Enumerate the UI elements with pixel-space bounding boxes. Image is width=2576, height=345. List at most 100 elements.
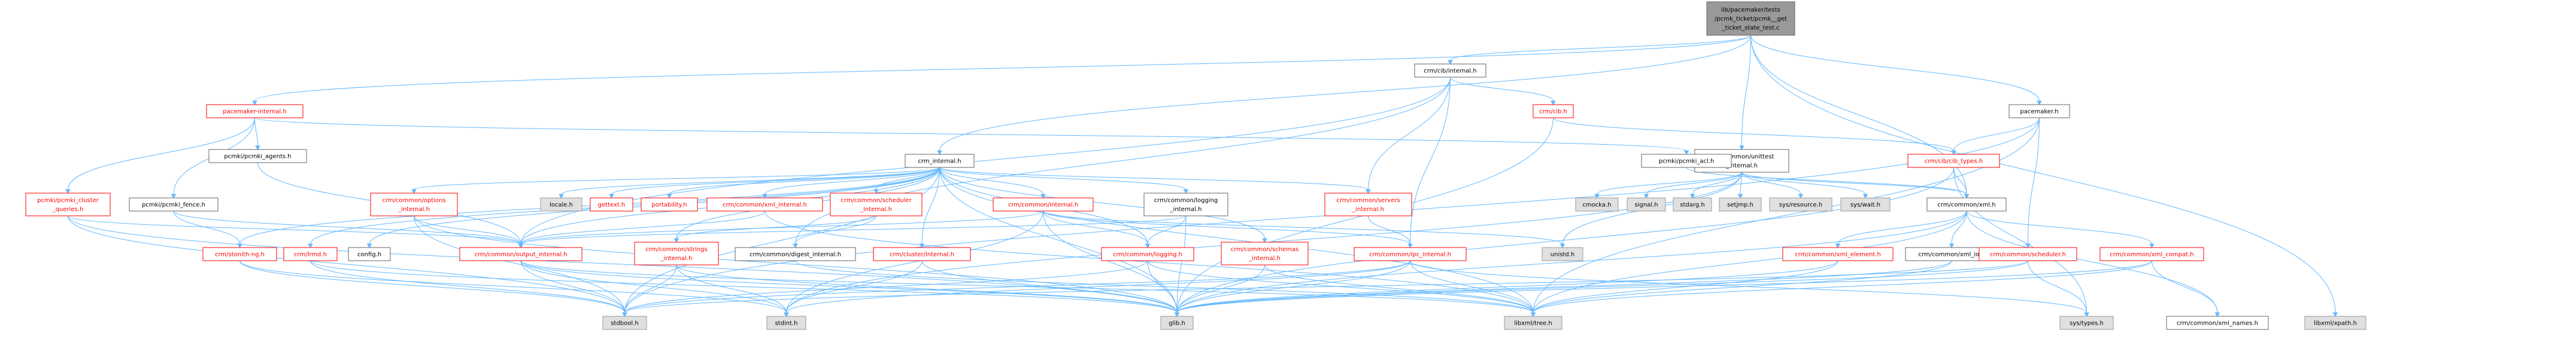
edge-common_xml_h-to-xml_element (1835, 210, 1967, 248)
node-crm-internal[interactable]: crm_internal.h (905, 154, 975, 168)
node-common-scheduler[interactable]: crm/common/scheduler.h (1979, 247, 2077, 261)
node-sys-resource-h: sys/resource.h (1769, 197, 1832, 212)
edge-logging_internal-to-common_logging (1145, 215, 1187, 248)
node-cib-h[interactable]: crm/cib.h (1533, 104, 1574, 118)
edge-root-to-crm_internal (937, 35, 1751, 155)
edge-unittest_internal-to-stdarg_h (1689, 172, 1742, 199)
node-label: crm/stonith-ng.h (215, 252, 265, 258)
edge-schemas_internal-to-glib_h (1174, 264, 1265, 317)
node-portability-h[interactable]: portability.h (641, 197, 698, 212)
node-label: crm/cib/internal.h (1424, 68, 1476, 75)
node-cluster-internal[interactable]: crm/cluster/internal.h (873, 247, 971, 261)
edge-common_internal-to-unistd_h (1043, 210, 1565, 248)
edge-pacemaker_h-to-cib_types (1951, 117, 2040, 155)
node-label: crm/common/scheduler.h (1990, 252, 2066, 258)
node-root[interactable]: lib/pacemaker/tests/pcmk_ticket/pcmk__ge… (1706, 1, 1795, 36)
node-pacemaker-h[interactable]: pacemaker.h (2008, 104, 2070, 118)
node-label: crm/common/xml_io.h (1918, 252, 1985, 258)
node-label: glib.h (1169, 320, 1185, 327)
node-label: crm/common/xml.h (1937, 202, 1995, 209)
node-servers-internal[interactable]: crm/common/servers_internal.h (1324, 193, 1412, 216)
node-cmocka-h: cmocka.h (1575, 197, 1619, 212)
edge-layer (65, 35, 2338, 317)
node-label: setjmp.h (1727, 202, 1753, 209)
edge-cib_internal-to-servers_internal (1366, 77, 1451, 194)
node-xml-compat[interactable]: crm/common/xml_compat.h (2099, 247, 2204, 261)
node-pacemaker-internal[interactable]: pacemaker-internal.h (206, 104, 304, 118)
node-libxml-tree: libxml/tree.h (1504, 316, 1562, 330)
node-scheduler-internal[interactable]: crm/common/scheduler _internal.h (830, 193, 923, 216)
node-label: _internal.h (1352, 206, 1384, 213)
edge-lrmd_h-to-glib_h (310, 260, 1180, 317)
node-label: lib/pacemaker/tests (1721, 7, 1780, 14)
edge-strings_internal-to-stdbool_h (622, 264, 677, 317)
node-ipc-internal[interactable]: crm/common/ipc_internal.h (1354, 247, 1467, 261)
edge-root-to-unittest_internal (1739, 35, 1751, 150)
edge-crm_internal-to-logging_internal (939, 167, 1189, 194)
node-label: sys/wait.h (1850, 202, 1880, 209)
node-label: cmocka.h (1582, 202, 1611, 209)
node-label: crm/common/scheduler (841, 197, 912, 204)
edge-servers_internal-to-ipc_internal (1368, 215, 1413, 248)
node-label: crm/common/ipc_internal.h (1369, 252, 1451, 258)
node-common-xml-h[interactable]: crm/common/xml.h (1926, 197, 2007, 212)
node-pcmki-acl[interactable]: pcmki/pcmki_acl.h (1641, 154, 1732, 168)
node-label: crm/common/xml_element.h (1795, 252, 1881, 258)
node-stonith-ng[interactable]: crm/stonith-ng.h (202, 247, 277, 261)
node-label: crm/common/logging.h (1113, 252, 1182, 258)
edge-root-to-cib_internal (1448, 35, 1751, 65)
node-sys-types: sys/types.h (2059, 316, 2114, 330)
node-unistd-h: unistd.h (1542, 247, 1583, 261)
node-locale-h: locale.h (540, 197, 582, 212)
node-label: config.h (357, 252, 381, 258)
node-label: stdarg.h (1680, 202, 1704, 209)
node-xml-internal[interactable]: crm/common/xml_internal.h (706, 197, 823, 212)
node-digest-internal[interactable]: crm/common/digest_internal.h (735, 247, 856, 261)
node-lrmd-h[interactable]: crm/lrmd.h (283, 247, 338, 261)
edge-root-to-common_xml_h (1750, 35, 1970, 199)
node-config-h[interactable]: config.h (348, 247, 391, 261)
edge-common_xml_h-to-libxml_tree (1530, 210, 1967, 317)
edge-logging_internal-to-output_internal (518, 215, 1187, 248)
node-sys-wait-h: sys/wait.h (1840, 197, 1891, 212)
edge-scheduler_internal-to-digest_internal (793, 215, 876, 248)
edge-pcmki_cluster_queries-to-output_internal (68, 215, 524, 248)
edge-unittest_internal-to-common_xml_h (1741, 172, 1970, 199)
node-label: crm/common/options (382, 197, 445, 204)
node-schemas-internal[interactable]: crm/common/schemas_internal.h (1221, 242, 1309, 265)
node-options-internal[interactable]: crm/common/options_internal.h (370, 193, 458, 216)
node-stdarg-h: stdarg.h (1673, 197, 1712, 212)
node-label: _internal.h (1725, 163, 1758, 169)
edge-xml_compat-to-libxml_tree (1530, 260, 2152, 317)
node-common-logging[interactable]: crm/common/logging.h (1101, 247, 1194, 261)
node-common-internal[interactable]: crm/common/internal.h (993, 197, 1094, 212)
node-cib-types[interactable]: crm/cib/cib_types.h (1907, 154, 2000, 168)
node-pcmki-cluster-queries[interactable]: pcmki/pcmki_cluster_queries.h (25, 193, 111, 216)
edge-stonith_ng-to-stdbool_h (239, 260, 627, 317)
node-xml-names[interactable]: crm/common/xml_names.h (2166, 316, 2269, 330)
edge-xml_io-to-glib_h (1174, 260, 1952, 317)
edge-pacemaker_h-to-common_scheduler (2025, 117, 2040, 248)
node-label: locale.h (550, 202, 573, 209)
node-label: crm/cib.h (1539, 109, 1567, 115)
node-logging-internal[interactable]: crm/common/logging_internal.h (1143, 193, 1228, 216)
edge-pacemaker_internal-to-pcmki_agents (254, 117, 260, 150)
node-cib-internal[interactable]: crm/cib/internal.h (1414, 63, 1486, 78)
node-xml-element[interactable]: crm/common/xml_element.h (1782, 247, 1894, 261)
node-pcmki-agents[interactable]: pcmki/pcmki_agents.h (208, 149, 307, 163)
edge-cib_internal-to-cib_h (1450, 77, 1556, 105)
node-label: libxml/xpath.h (2314, 320, 2357, 327)
node-strings-internal[interactable]: crm/common/strings_internal.h (634, 242, 719, 265)
edge-ipc_internal-to-stdint_h (784, 260, 1410, 317)
node-label: crm/lrmd.h (294, 252, 327, 258)
node-pcmki-fence[interactable]: pcmki/pcmki_fence.h (129, 197, 219, 212)
node-label: pacemaker-internal.h (223, 109, 287, 115)
node-output-internal[interactable]: crm/common/output_internal.h (459, 247, 582, 261)
node-unittest-internal[interactable]: crm/common/unittest_internal.h (1694, 149, 1789, 173)
node-stdint-h: stdint.h (766, 316, 806, 330)
node-label: crm/common/internal.h (1008, 202, 1078, 209)
node-label: _internal.h (860, 206, 892, 213)
node-gettext-h[interactable]: gettext.h (590, 197, 633, 212)
node-label: pcmki/pcmki_cluster (37, 197, 99, 204)
